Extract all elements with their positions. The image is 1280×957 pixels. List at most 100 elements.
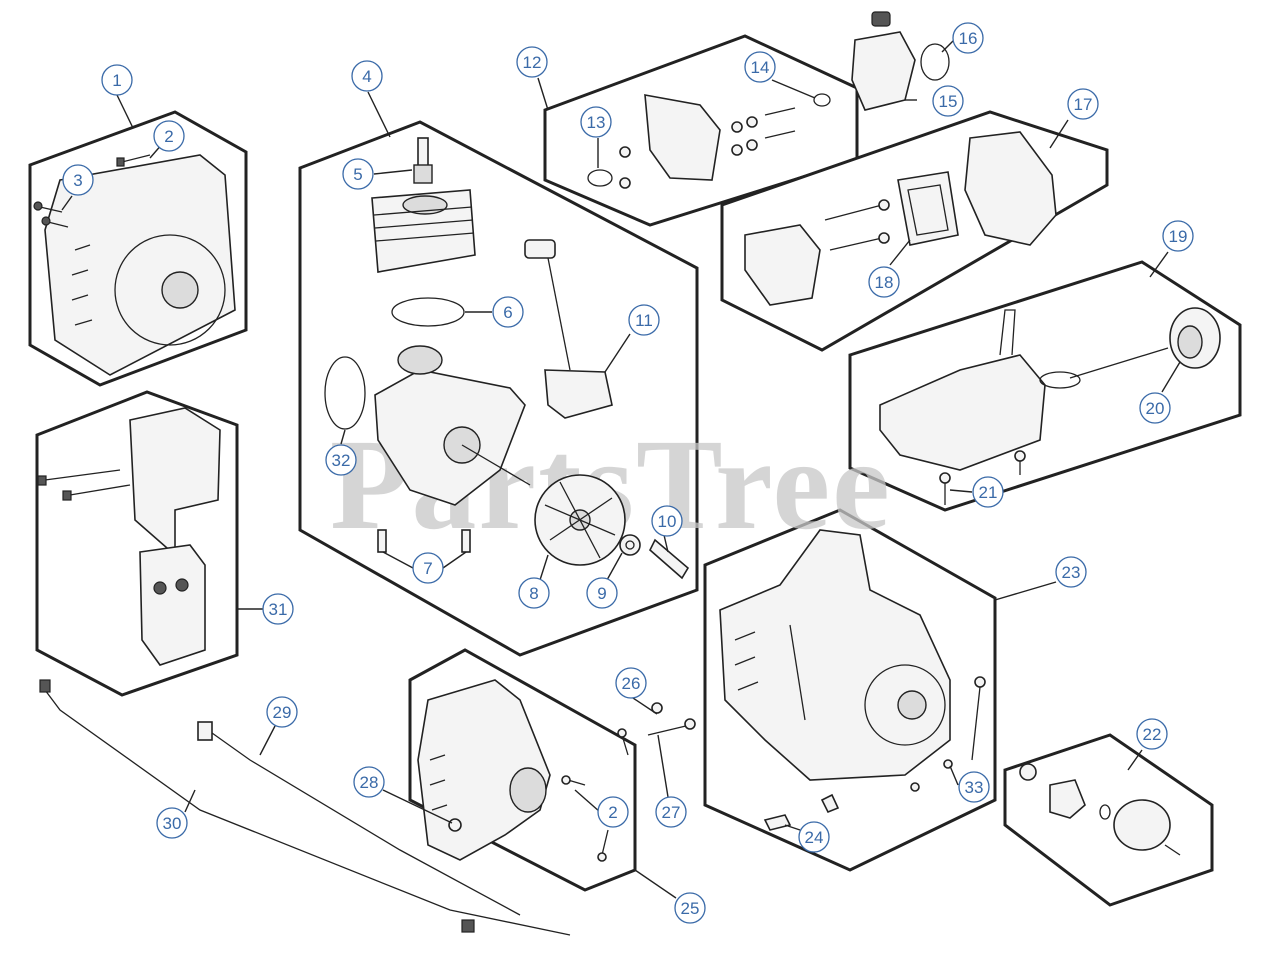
callout-circle <box>262 593 294 625</box>
callout-c20: 20 <box>1139 392 1171 424</box>
callout-circle <box>342 158 374 190</box>
muffler-part <box>139 544 206 666</box>
callout-number: 6 <box>503 303 512 322</box>
clutch-housing-part <box>417 679 551 861</box>
oring-32-part <box>324 356 366 430</box>
callout-c25: 25 <box>674 892 706 924</box>
callout-number: 2 <box>608 803 617 822</box>
callout-c8: 8 <box>518 577 550 609</box>
air-filter-cover-part <box>964 131 1057 246</box>
callout-circle <box>655 796 687 828</box>
clip-13-part <box>587 146 631 189</box>
callout-number: 33 <box>965 778 984 797</box>
stop-cable-29-part <box>197 721 521 933</box>
callout-number: 22 <box>1143 725 1162 744</box>
callout-number: 7 <box>423 559 432 578</box>
callout-c19: 19 <box>1162 220 1194 252</box>
callout-circle <box>492 296 524 328</box>
callout-circle <box>674 892 706 924</box>
callout-number: 16 <box>959 29 978 48</box>
pin-10-part <box>649 538 690 580</box>
callout-c29: 29 <box>266 696 298 728</box>
callout-c2b: 2 <box>597 796 629 828</box>
callout-c26: 26 <box>615 667 647 699</box>
screws-3-part <box>33 201 69 228</box>
callout-circle <box>353 766 385 798</box>
callout-c23: 23 <box>1055 556 1087 588</box>
callout-c2: 2 <box>153 120 185 152</box>
clutch-22-part <box>1019 763 1181 856</box>
callout-c4: 4 <box>351 60 383 92</box>
callout-number: 19 <box>1169 227 1188 246</box>
callout-circle <box>325 444 357 476</box>
cylinder-part <box>371 189 476 273</box>
callout-number: 11 <box>635 311 653 330</box>
callout-circle <box>1162 220 1194 252</box>
callout-circle <box>1055 556 1087 588</box>
callout-circle <box>62 164 94 196</box>
callout-circle <box>516 46 548 78</box>
callout-number: 1 <box>112 71 121 90</box>
flywheel-part <box>534 474 626 566</box>
callout-number: 31 <box>269 600 288 619</box>
callout-c28: 28 <box>353 766 385 798</box>
leader-lines <box>61 39 1181 899</box>
spark-plug-part <box>413 137 433 184</box>
callout-number: 23 <box>1062 563 1081 582</box>
callout-c6: 6 <box>492 296 524 328</box>
callout-circle <box>615 667 647 699</box>
callout-number: 9 <box>597 584 606 603</box>
callout-circle <box>972 476 1004 508</box>
callout-number: 26 <box>622 674 641 693</box>
screw-2-part <box>116 154 151 167</box>
carburetor-part <box>851 11 950 111</box>
muffler-bolts-part <box>37 469 131 501</box>
callout-number: 2 <box>164 127 173 146</box>
callout-number: 29 <box>273 703 292 722</box>
callout-c24: 24 <box>798 821 830 853</box>
callout-number: 5 <box>353 165 362 184</box>
callout-c30: 30 <box>156 807 188 839</box>
callout-number: 32 <box>332 451 351 470</box>
callout-circle <box>952 22 984 54</box>
callout-c22: 22 <box>1136 718 1168 750</box>
callout-c14: 14 <box>744 51 776 83</box>
air-filter-base-part <box>744 224 821 306</box>
callout-c7: 7 <box>412 552 444 584</box>
callout-number: 24 <box>805 828 824 847</box>
panel-group-22 <box>1003 733 1214 907</box>
ignition-module-part <box>524 239 613 419</box>
callout-number: 14 <box>751 58 770 77</box>
callout-circle <box>744 51 776 83</box>
callout-number: 4 <box>362 67 371 86</box>
starter-housing-part <box>44 154 236 376</box>
callout-circle <box>153 120 185 152</box>
throttle-cable-30-part <box>39 679 571 936</box>
callout-circle <box>156 807 188 839</box>
callout-circle <box>412 552 444 584</box>
callout-number: 20 <box>1146 399 1165 418</box>
callout-circle <box>958 771 990 803</box>
callout-c9: 9 <box>586 577 618 609</box>
fuel-cap-20-part <box>1039 307 1221 389</box>
callout-circle <box>1139 392 1171 424</box>
callout-c27: 27 <box>655 796 687 828</box>
callout-circle <box>351 60 383 92</box>
heat-shield-part <box>129 407 221 557</box>
callout-number: 10 <box>658 512 677 531</box>
callout-c21: 21 <box>972 476 1004 508</box>
callout-circle <box>266 696 298 728</box>
callout-number: 13 <box>587 113 606 132</box>
callout-circle <box>868 266 900 298</box>
callout-c1: 1 <box>101 64 133 96</box>
air-filter-bolts-part <box>824 199 890 251</box>
air-filter-18-part <box>897 171 959 246</box>
bolts-14-part <box>731 93 831 156</box>
callout-number: 25 <box>681 899 700 918</box>
callout-number: 28 <box>360 773 379 792</box>
callout-circle <box>586 577 618 609</box>
callout-c13: 13 <box>580 106 612 138</box>
callout-circle <box>1136 718 1168 750</box>
callout-c3: 3 <box>62 164 94 196</box>
